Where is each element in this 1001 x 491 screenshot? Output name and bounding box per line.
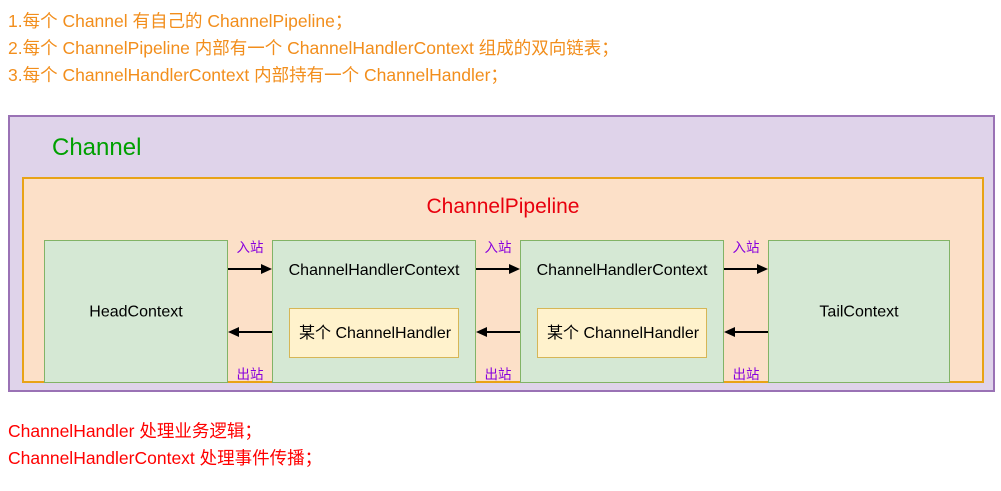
arrow-pair-2 bbox=[476, 264, 520, 337]
flow-arrows-2: 入站 出站 bbox=[476, 240, 520, 383]
conclusion-list: ChannelHandler 处理业务逻辑； ChannelHandlerCon… bbox=[8, 418, 993, 472]
flow-arrows-3: 入站 出站 bbox=[724, 240, 768, 383]
top-notes-list: 1.每个 Channel 有自己的 ChannelPipeline； 2.每个 … bbox=[8, 8, 993, 89]
channel-handler-box-1: 某个 ChannelHandler bbox=[289, 308, 459, 358]
flow-label-inbound-2: 入站 bbox=[484, 240, 512, 255]
flow-label-outbound-3: 出站 bbox=[732, 367, 760, 382]
note-line-1: 1.每个 Channel 有自己的 ChannelPipeline； bbox=[8, 11, 353, 31]
tail-context-label: TailContext bbox=[819, 303, 899, 320]
conclusion-line-2: ChannelHandlerContext 处理事件传播； bbox=[8, 448, 323, 468]
note-line-2: 2.每个 ChannelPipeline 内部有一个 ChannelHandle… bbox=[8, 38, 619, 58]
channel-handler-box-2: 某个 ChannelHandler bbox=[537, 308, 707, 358]
arrow-pair-3 bbox=[724, 264, 768, 337]
conclusion-line-1: ChannelHandler 处理业务逻辑； bbox=[8, 421, 262, 441]
channel-handler-label-2: 某个 ChannelHandler bbox=[547, 324, 700, 342]
channel-pipeline-container: ChannelPipeline HeadContext 入站 出站 Channe… bbox=[22, 177, 984, 383]
flow-label-inbound-3: 入站 bbox=[732, 240, 760, 255]
note-line-3: 3.每个 ChannelHandlerContext 内部持有一个 Channe… bbox=[8, 65, 508, 85]
channel-handler-label-1: 某个 ChannelHandler bbox=[299, 324, 452, 342]
head-context-label: HeadContext bbox=[89, 303, 183, 320]
channel-container: Channel ChannelPipeline HeadContext 入站 出… bbox=[8, 115, 995, 392]
head-context-box: HeadContext bbox=[44, 240, 228, 383]
flow-label-outbound-2: 出站 bbox=[484, 367, 512, 382]
tail-context-box: TailContext bbox=[768, 240, 950, 383]
flow-label-inbound-1: 入站 bbox=[236, 240, 264, 255]
channel-handler-context-box-1: ChannelHandlerContext 某个 ChannelHandler bbox=[272, 240, 476, 383]
flow-arrows-1: 入站 出站 bbox=[228, 240, 272, 383]
channel-handler-context-box-2: ChannelHandlerContext 某个 ChannelHandler bbox=[520, 240, 724, 383]
channel-pipeline-title: ChannelPipeline bbox=[426, 195, 580, 218]
flow-label-outbound-1: 出站 bbox=[236, 367, 264, 382]
channel-title: Channel bbox=[52, 134, 142, 161]
channel-handler-context-title-2: ChannelHandlerContext bbox=[536, 262, 708, 279]
channel-handler-context-title-1: ChannelHandlerContext bbox=[288, 262, 460, 279]
arrow-pair-1 bbox=[228, 264, 272, 337]
context-chain: HeadContext 入站 出站 ChannelHandlerContext … bbox=[24, 179, 982, 383]
